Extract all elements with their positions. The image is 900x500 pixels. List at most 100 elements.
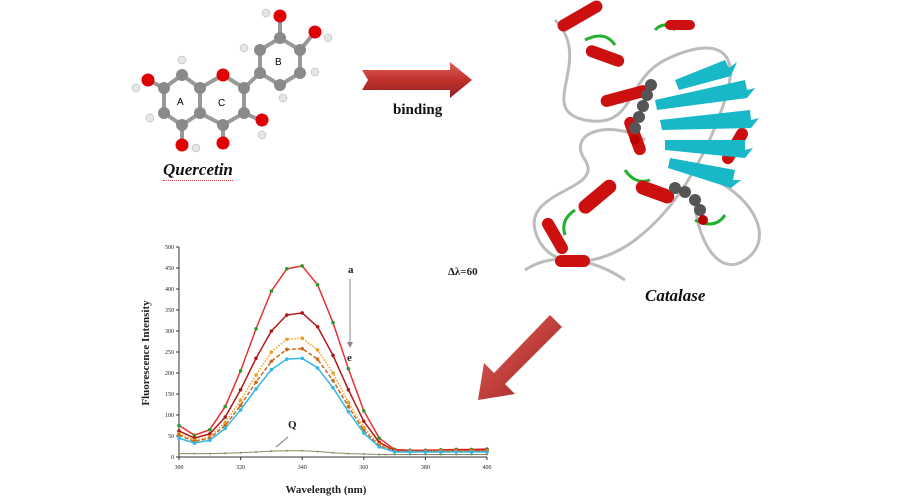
data-point-Q [224,452,227,455]
y-tick-label: 0 [171,455,174,461]
data-point-e [223,426,227,431]
data-point-e [285,357,289,361]
data-point-d [254,380,258,385]
data-point-c [315,348,320,352]
data-point-d [331,378,335,383]
x-tick-label: 340 [298,465,307,471]
data-point-d [315,357,320,361]
data-point-c [346,400,351,405]
data-point-e [346,409,351,414]
data-point-b [269,329,274,333]
data-point-Q [239,451,242,454]
x-tick-label: 380 [421,465,430,471]
data-point-e [254,387,258,391]
data-point-Q [347,452,350,455]
data-point-a [331,320,335,325]
data-point-a [269,289,274,293]
x-tick-label: 320 [236,465,245,471]
data-point-d [300,346,304,351]
data-point-e [423,450,428,454]
data-point-Q [362,453,365,456]
data-point-e [454,450,459,454]
y-tick-label: 250 [165,350,174,356]
data-point-a [254,327,258,331]
alpha-helices [542,0,748,267]
data-point-a [300,264,304,268]
data-point-d [269,359,274,364]
data-point-c [254,373,258,377]
data-point-e [300,356,304,361]
x-tick-label: 300 [175,465,184,471]
data-point-a [285,267,289,271]
y-tick-label: 100 [165,413,174,419]
data-point-Q [486,453,488,456]
data-point-c [285,337,289,342]
data-point-b [223,415,227,419]
data-point-a [346,367,351,371]
data-point-b [238,388,243,392]
data-point-c [331,371,335,375]
annotation-a: a [348,264,354,276]
carbon-atoms [158,32,306,131]
data-point-c [269,350,274,354]
y-tick-label: 400 [165,287,174,293]
data-point-Q [178,452,180,455]
data-point-b [254,356,258,361]
x-tick-label: 400 [483,465,492,471]
data-point-Q [193,452,196,455]
data-point-Q [439,453,442,456]
data-point-d [238,403,243,408]
data-point-b [208,432,212,436]
data-point-e [469,450,474,454]
data-point-c [300,336,304,340]
data-point-a [238,369,243,373]
data-point-Q [378,453,381,456]
data-point-b [346,388,351,392]
data-point-d [285,347,289,352]
diagonal-arrow [478,315,562,400]
data-point-a [377,436,381,440]
data-point-Q [301,449,304,452]
data-point-e [208,438,212,442]
data-point-Q [424,453,427,456]
data-point-c [238,398,243,403]
data-point-b [285,313,289,317]
data-point-Q [255,450,257,453]
y-tick-label: 200 [165,371,174,377]
data-point-Q [270,450,273,453]
y-tick-label: 300 [165,329,174,335]
data-point-e [238,408,243,412]
data-point-Q [316,450,319,453]
data-point-b [177,429,181,433]
ring-label-a: A [177,97,184,108]
bound-ligand [629,79,708,225]
data-point-e [439,450,443,454]
data-point-Q [409,453,411,456]
y-tick-label: 50 [168,434,174,440]
data-point-b [315,325,320,329]
ring-label-b: B [275,57,282,68]
quercetin-label: Quercetin [163,160,233,181]
annotation-delta: Δλ=60 [448,266,478,278]
oxygen-atoms [141,9,322,152]
fluorescence-chart: 0 50 100 150 200 250 300 350 400 450 500 300 320 340 3… [140,245,492,496]
data-point-b [300,311,304,315]
y-axis-label: Fluorescence Intensity [140,300,152,406]
ring-label-c: C [218,98,225,109]
decrease-arrowhead [347,342,353,348]
data-point-e [362,431,366,435]
data-point-Q [332,451,334,454]
data-point-b [362,419,366,424]
data-point-e [192,441,197,445]
quercetin-molecule: A C B [131,8,333,153]
y-tick-label: 500 [165,245,174,251]
y-tick-label: 350 [165,308,174,314]
data-point-a [208,427,212,432]
data-point-Q [208,452,211,455]
y-tick-label: 150 [165,392,174,398]
data-point-e [177,436,181,440]
data-point-e [269,367,274,372]
y-tick-label: 450 [165,266,174,272]
catalase-label: Catalase [645,286,706,305]
data-point-e [485,450,489,454]
